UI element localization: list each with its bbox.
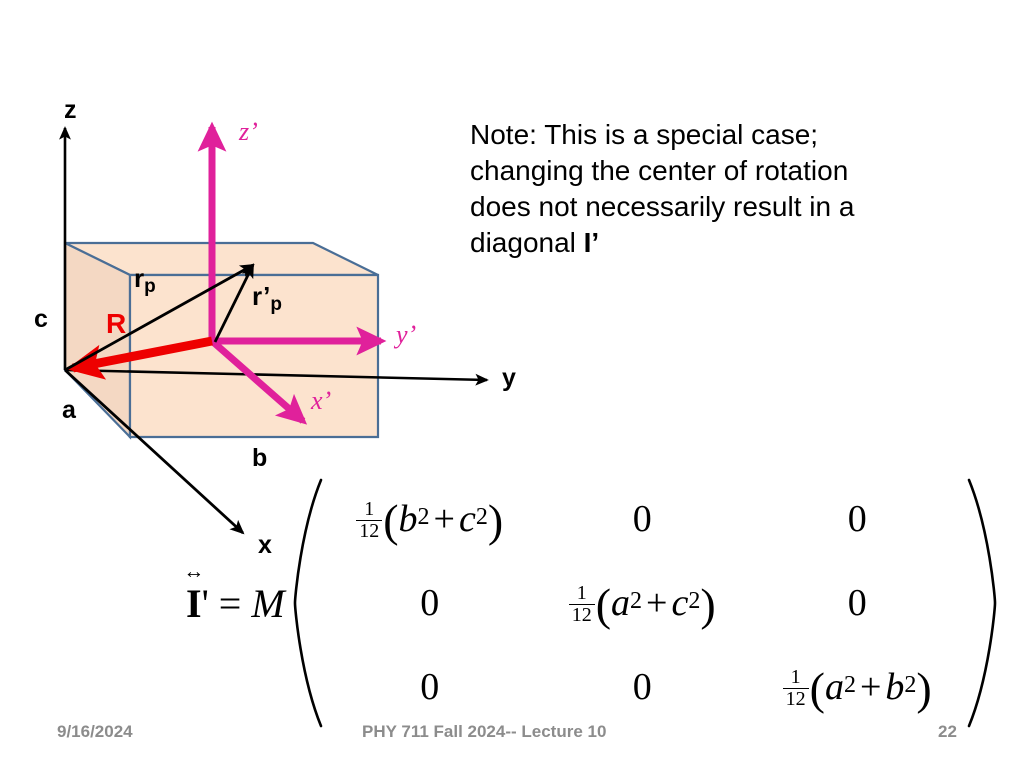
fraction-numerator: 1 [576,581,587,604]
coordinate-diagram: z y x z’ y’ x’ c a b rp r’p R [0,0,560,560]
R-vector-line [66,336,213,380]
y-axis-line [64,368,489,386]
x-axis-line [64,368,245,535]
y-axis-label: y [502,364,516,392]
exponent: 2 [630,587,643,614]
exponent: 2 [843,671,856,698]
slide-footer: 9/16/2024 PHY 711 Fall 2024-- Lecture 10… [0,722,1024,752]
z-axis-label: z [64,96,77,124]
x-prime-axis-label: x’ [311,386,332,415]
fraction-denominator: 12 [782,687,809,710]
r-prime-p-base: r’ [252,281,271,311]
matrix-left-paren [291,477,325,729]
exponent: 2 [417,503,430,530]
R-vector [66,336,213,380]
inertia-tensor-symbol: ↔I [183,560,204,627]
plus-sign: + [646,582,668,624]
plus-sign: + [859,666,882,708]
prime-mark: ' [201,580,209,626]
note-line-2: changing the center of rotation [470,155,849,187]
fraction-one-twelfth: 1 12 [568,581,595,626]
primed-axes [197,121,387,425]
close-paren: ) [487,494,504,546]
note-line-4: diagonal I’ [470,225,970,261]
box-front-face [128,273,380,439]
equation-left-hand-side: ↔I' = M [183,560,291,627]
fraction-numerator: 1 [364,497,375,520]
fraction-one-twelfth: 1 12 [782,665,809,710]
matrix-var-c: c [458,498,476,540]
x-prime-axis-line [209,338,308,425]
footer-course-title: PHY 711 Fall 2024-- Lecture 10 [362,722,607,741]
matrix-var-a: a [824,666,844,708]
matrix-cell-2-1: 0 [632,666,652,708]
footer-date: 9/16/2024 [57,722,133,741]
fraction-one-twelfth: 1 12 [356,497,383,542]
matrix-cell-2-0: 0 [420,666,440,708]
unprimed-axes [59,126,489,535]
plus-sign: + [433,498,455,540]
dimension-label-a: a [62,396,76,424]
fraction-denominator: 12 [568,603,595,626]
note-line-3: does not necessarily result in a [470,191,855,223]
matrix-var-a: a [611,582,631,624]
r-p-subscript: p [144,276,156,297]
r-p-vector-line [64,263,255,372]
close-paren: ) [700,578,716,630]
R-vector-label: R [106,308,127,339]
open-paren: ( [595,578,612,630]
matrix-var-b: b [885,666,905,708]
matrix-cell-1-0: 0 [420,582,440,624]
x-axis-label: x [258,531,272,559]
r-prime-p-vector-line [213,263,255,343]
exponent: 2 [688,587,701,614]
footer-page-number: 22 [938,722,957,741]
r-prime-p-subscript: p [270,294,282,315]
z-prime-axis-label: z’ [239,117,258,146]
equals-sign: = [218,580,242,626]
matrix-right-paren [965,477,999,729]
note-line-4-text: diagonal [470,227,584,259]
matrix-cell-0-2: 0 [847,498,867,540]
y-prime-axis-label: y’ [396,320,417,349]
close-paren: ) [916,662,932,714]
r-p-label: rp [134,263,156,296]
matrix-cell-0-1: 0 [632,498,652,540]
r-p-base: r [134,263,145,293]
matrix-var-b: b [398,498,418,540]
fraction-numerator: 1 [790,665,801,688]
position-vectors [64,263,255,372]
dimension-label-b: b [252,444,268,472]
note-inertia-symbol: I’ [583,227,600,259]
tensor-I-letter: I [186,580,202,626]
dimension-label-c: c [34,305,48,333]
mass-symbol: M [251,580,285,626]
matrix-cell-1-2: 0 [847,582,867,624]
diagram-svg [59,121,489,535]
exponent: 2 [904,671,917,698]
matrix-var-c: c [671,582,689,624]
open-paren: ( [383,494,399,546]
note-line-1: Note: This is a special case; [470,119,819,150]
exponent: 2 [475,503,488,530]
r-prime-p-label: r’p [252,281,282,314]
fraction-denominator: 12 [356,519,383,542]
open-paren: ( [809,662,825,714]
tensor-double-arrow-accent: ↔ [183,558,205,583]
note-text-block: Note: This is a special case; changing t… [470,117,970,261]
box-solid [63,241,380,440]
